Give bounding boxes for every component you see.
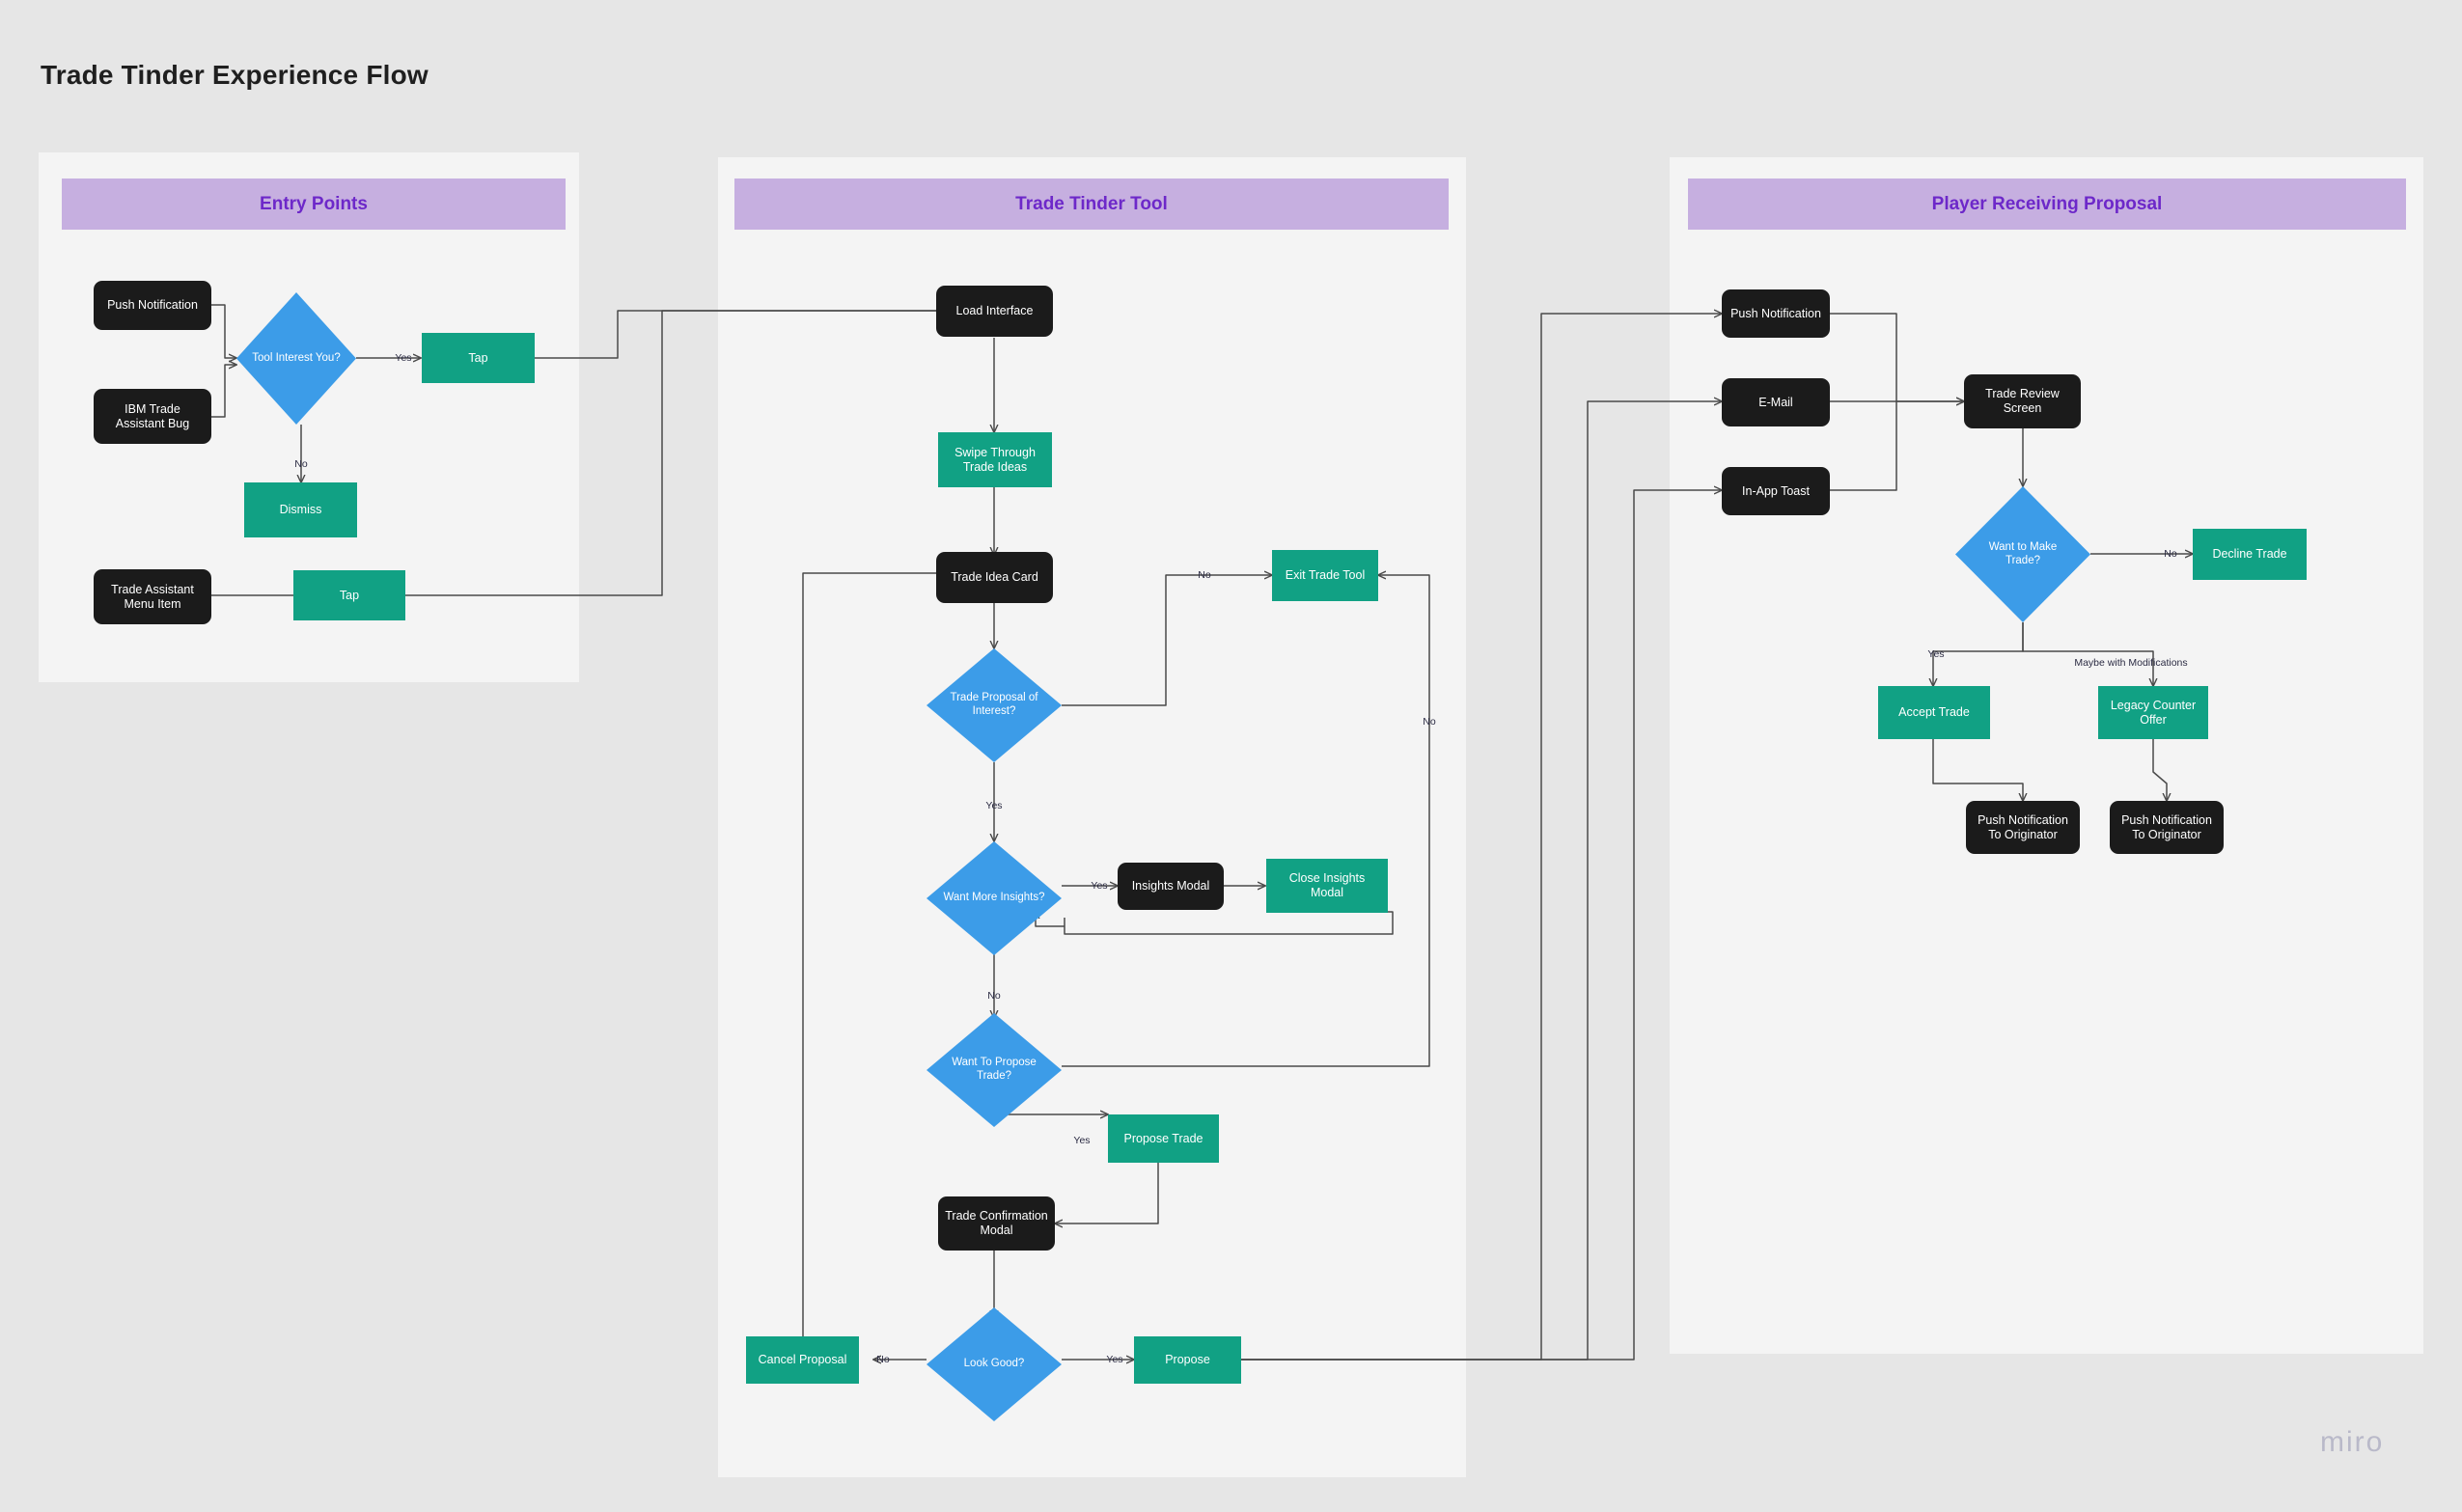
node-want-to-propose-trade[interactable]: Want To Propose Trade? [927,1013,1062,1127]
edge-label-yes-insights: Yes [1091,880,1108,892]
edge-label-yes-trade-proposal: Yes [985,800,1003,811]
node-label: Push Notification To Originator [1978,812,2068,841]
node-accept-trade[interactable]: Accept Trade [1878,686,1990,739]
node-label: Want To Propose Trade? [952,1057,1037,1082]
edge-label-no-tool-interest: No [294,458,308,470]
node-label: Push Notification To Originator [2121,812,2212,841]
edge-label-yes-propose-trade: Yes [1073,1135,1091,1146]
node-label: Want to Make Trade? [1988,540,2058,566]
node-label: Trade Proposal of Interest? [950,692,1038,717]
node-label: Trade Assistant Menu Item [111,582,194,611]
node-label: Accept Trade [1898,705,1970,720]
edge-label-no-exit-loop: No [1423,716,1436,728]
node-trade-confirmation-modal[interactable]: Trade Confirmation Modal [938,1196,1055,1251]
panel-player-receiving-proposal [1670,157,2423,1354]
node-label: Tap [468,350,488,365]
miro-watermark: miro [2320,1426,2385,1458]
node-want-to-make-trade[interactable]: Want to Make Trade? [1955,486,2090,622]
node-label: Trade Idea Card [951,570,1038,585]
node-label: Propose [1165,1353,1210,1367]
node-receiver-push-notification[interactable]: Push Notification [1722,289,1830,338]
edge-label-no-insights: No [987,990,1001,1002]
node-trade-idea-card[interactable]: Trade Idea Card [936,552,1053,603]
node-label: Dismiss [279,503,322,517]
node-close-insights-modal[interactable]: Close Insights Modal [1266,859,1388,913]
node-push-notification[interactable]: Push Notification [94,281,211,330]
node-label: Push Notification [107,298,198,313]
node-exit-trade-tool[interactable]: Exit Trade Tool [1272,550,1378,601]
edge-label-yes-make-trade: Yes [1927,648,1945,660]
node-trade-assistant-menu-item[interactable]: Trade Assistant Menu Item [94,569,211,624]
node-label: Tap [339,588,360,602]
page-title: Trade Tinder Experience Flow [41,60,429,90]
node-receiver-email[interactable]: E-Mail [1722,378,1830,426]
node-label: Trade Confirmation Modal [945,1209,1048,1237]
node-load-interface[interactable]: Load Interface [936,286,1053,337]
edge-label-no-look-good: No [876,1354,890,1365]
node-label: Tool Interest You? [252,351,341,364]
node-label: In-App Toast [1742,483,1810,498]
panel-header-trade-tinder-tool: Trade Tinder Tool [734,179,1449,230]
node-want-more-insights[interactable]: Want More Insights? [927,841,1062,955]
node-label: Propose Trade [1123,1131,1203,1145]
node-propose-trade[interactable]: Propose Trade [1108,1114,1219,1163]
edge-label-yes-look-good: Yes [1106,1354,1123,1365]
edge-label-no-make-trade: No [2164,548,2177,560]
node-label: Swipe Through Trade Ideas [954,445,1036,474]
node-trade-review-screen[interactable]: Trade Review Screen [1964,374,2081,428]
panel-title-player-receiving-proposal: Player Receiving Proposal [1931,193,2163,214]
node-push-notification-to-originator-1[interactable]: Push Notification To Originator [1966,801,2080,854]
node-label: Load Interface [955,304,1034,318]
node-label: Want More Insights? [943,892,1045,904]
panel-header-player-receiving-proposal: Player Receiving Proposal [1688,179,2406,230]
edge-label-maybe-modifications: Maybe with Modifications [2074,657,2188,669]
node-trade-proposal-of-interest[interactable]: Trade Proposal of Interest? [927,648,1062,762]
node-push-notification-to-originator-2[interactable]: Push Notification To Originator [2110,801,2224,854]
node-label: Legacy Counter Offer [2110,698,2197,727]
node-tap-bottom[interactable]: Tap [293,570,405,620]
node-insights-modal[interactable]: Insights Modal [1118,863,1224,910]
node-label: Trade Review Screen [1985,387,2060,415]
panel-header-entry-points: Entry Points [62,179,566,230]
node-label: Look Good? [963,1358,1025,1370]
node-legacy-counter-offer[interactable]: Legacy Counter Offer [2098,686,2208,739]
node-decline-trade[interactable]: Decline Trade [2193,529,2307,580]
node-label: Exit Trade Tool [1285,568,1366,583]
edge-label-no-trade-proposal: No [1198,569,1211,581]
node-propose[interactable]: Propose [1134,1336,1241,1384]
panel-title-trade-tinder-tool: Trade Tinder Tool [1015,193,1168,214]
node-label: Decline Trade [2212,547,2287,562]
node-cancel-proposal[interactable]: Cancel Proposal [746,1336,859,1384]
node-label: IBM Trade Assistant Bug [115,401,190,430]
node-swipe-through-trade-ideas[interactable]: Swipe Through Trade Ideas [938,432,1052,487]
panel-trade-tinder-tool [718,157,1466,1477]
node-label: Insights Modal [1131,879,1210,893]
node-ibm-trade-assistant-bug[interactable]: IBM Trade Assistant Bug [94,389,211,444]
node-dismiss[interactable]: Dismiss [244,482,357,537]
node-receiver-in-app-toast[interactable]: In-App Toast [1722,467,1830,515]
panel-title-entry-points: Entry Points [260,193,368,214]
node-label: Push Notification [1730,306,1821,320]
node-tool-interest-you[interactable]: Tool Interest You? [236,292,356,425]
node-label: Close Insights Modal [1288,871,1366,899]
node-label: Cancel Proposal [758,1353,847,1367]
node-look-good[interactable]: Look Good? [927,1307,1062,1421]
node-tap-top[interactable]: Tap [422,333,535,383]
edge-label-yes-tool-interest: Yes [395,352,412,364]
node-label: E-Mail [1758,395,1793,409]
